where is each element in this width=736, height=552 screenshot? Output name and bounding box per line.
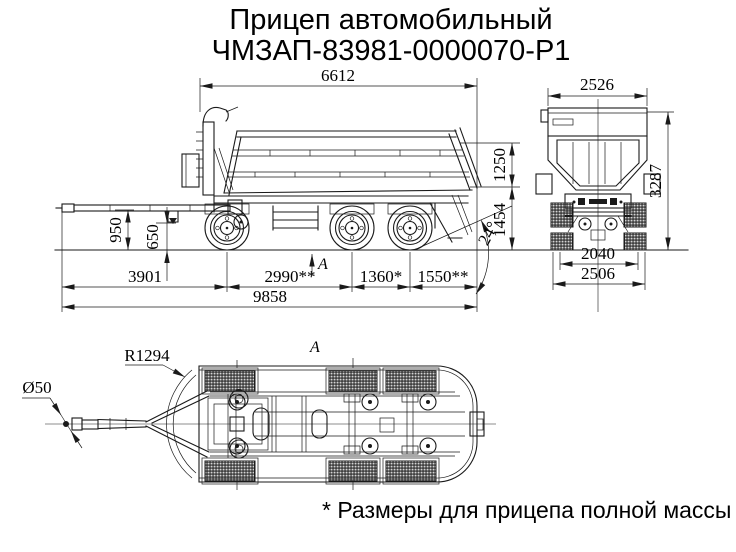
side-wheel-1 bbox=[204, 205, 250, 251]
tipping-angle-arc bbox=[475, 219, 489, 295]
rear-wheel-left-bottom bbox=[550, 232, 574, 251]
plan-rear-wheel-1-top bbox=[328, 370, 378, 392]
title-line-1: Прицеп автомобильный bbox=[229, 4, 552, 36]
rear-support bbox=[429, 202, 463, 243]
dim-coupling-height: 650 bbox=[143, 224, 162, 250]
footnote: * Размеры для прицепа полной массы bbox=[322, 497, 731, 523]
title-line-2: ЧМЗАП-83981-0000070-Р1 bbox=[212, 35, 571, 67]
plan-view-label: А bbox=[309, 339, 320, 356]
dim-axle3-rear: 1550** bbox=[418, 267, 469, 286]
rear-wheel-left-top bbox=[550, 202, 574, 228]
dim-axle2-axle3: 1360* bbox=[360, 267, 403, 286]
body-rear-wall bbox=[448, 127, 482, 191]
rear-view-dimensions: 2526 3287 2040 2506 bbox=[547, 75, 674, 290]
eye-diameter-leader-1 bbox=[49, 397, 62, 416]
rear-view-drawing bbox=[535, 99, 661, 312]
body-front-wall bbox=[223, 130, 242, 196]
coupling-ref-mark bbox=[169, 218, 177, 224]
rear-wheel-right-bottom bbox=[623, 232, 647, 251]
dim-drawbar-to-axle1: 3901 bbox=[128, 267, 162, 286]
plan-front-wheel-bottom bbox=[204, 460, 256, 482]
dim-track: 2040 bbox=[581, 244, 615, 263]
bottom-view-labels: А R1294 Ø50 bbox=[22, 339, 320, 449]
dim-axle1-axle2: 2990** bbox=[265, 267, 316, 286]
rear-body-inner bbox=[556, 139, 640, 187]
body-floor bbox=[223, 189, 473, 194]
dim-overall-length: 9858 bbox=[253, 287, 287, 306]
turntable-arc-inner bbox=[172, 374, 197, 474]
body-top-rail bbox=[236, 130, 457, 138]
dim-overall-height: 3287 bbox=[646, 164, 665, 199]
rear-view: 2526 3287 2040 2506 bbox=[535, 75, 674, 312]
plan-rear-wheel-1-bottom bbox=[328, 460, 378, 482]
dim-rear-body-height: 1250 bbox=[490, 148, 509, 182]
a-frame bbox=[145, 390, 210, 458]
side-wheel-2 bbox=[329, 205, 375, 251]
turning-radius-label: R1294 bbox=[124, 346, 170, 365]
turning-radius-leader bbox=[162, 364, 186, 378]
dim-drawbar-height: 950 bbox=[106, 217, 125, 243]
dim-body-width: 2526 bbox=[580, 75, 614, 94]
bottom-view: А R1294 Ø50 bbox=[22, 339, 496, 490]
eye-diameter-label: Ø50 bbox=[22, 378, 51, 397]
side-wheel-3 bbox=[387, 205, 433, 251]
side-view: 6612 950 650 3901 2990** 1360* 1550** 98… bbox=[54, 66, 689, 312]
rear-wheel-right-top bbox=[623, 202, 647, 228]
side-view-drawing bbox=[54, 106, 689, 295]
view-a-label: А bbox=[317, 256, 328, 273]
turntable-arc-outer bbox=[166, 369, 193, 479]
dim-body-length: 6612 bbox=[321, 66, 355, 85]
rear-body-outer bbox=[547, 135, 648, 191]
eye-diameter-leader-2 bbox=[70, 430, 83, 449]
tipping-angle-line bbox=[413, 205, 513, 251]
side-steps bbox=[272, 205, 319, 231]
body-outline-outer bbox=[198, 365, 478, 483]
plan-rear-wheel-2-bottom bbox=[385, 460, 437, 482]
plan-rear-wheel-2-top bbox=[385, 370, 437, 392]
dim-rear-frame-height: 1454 bbox=[490, 203, 509, 238]
bottom-view-drawing bbox=[45, 358, 496, 490]
dim-overall-width: 2506 bbox=[581, 264, 615, 283]
plan-front-wheel-top bbox=[204, 370, 256, 392]
